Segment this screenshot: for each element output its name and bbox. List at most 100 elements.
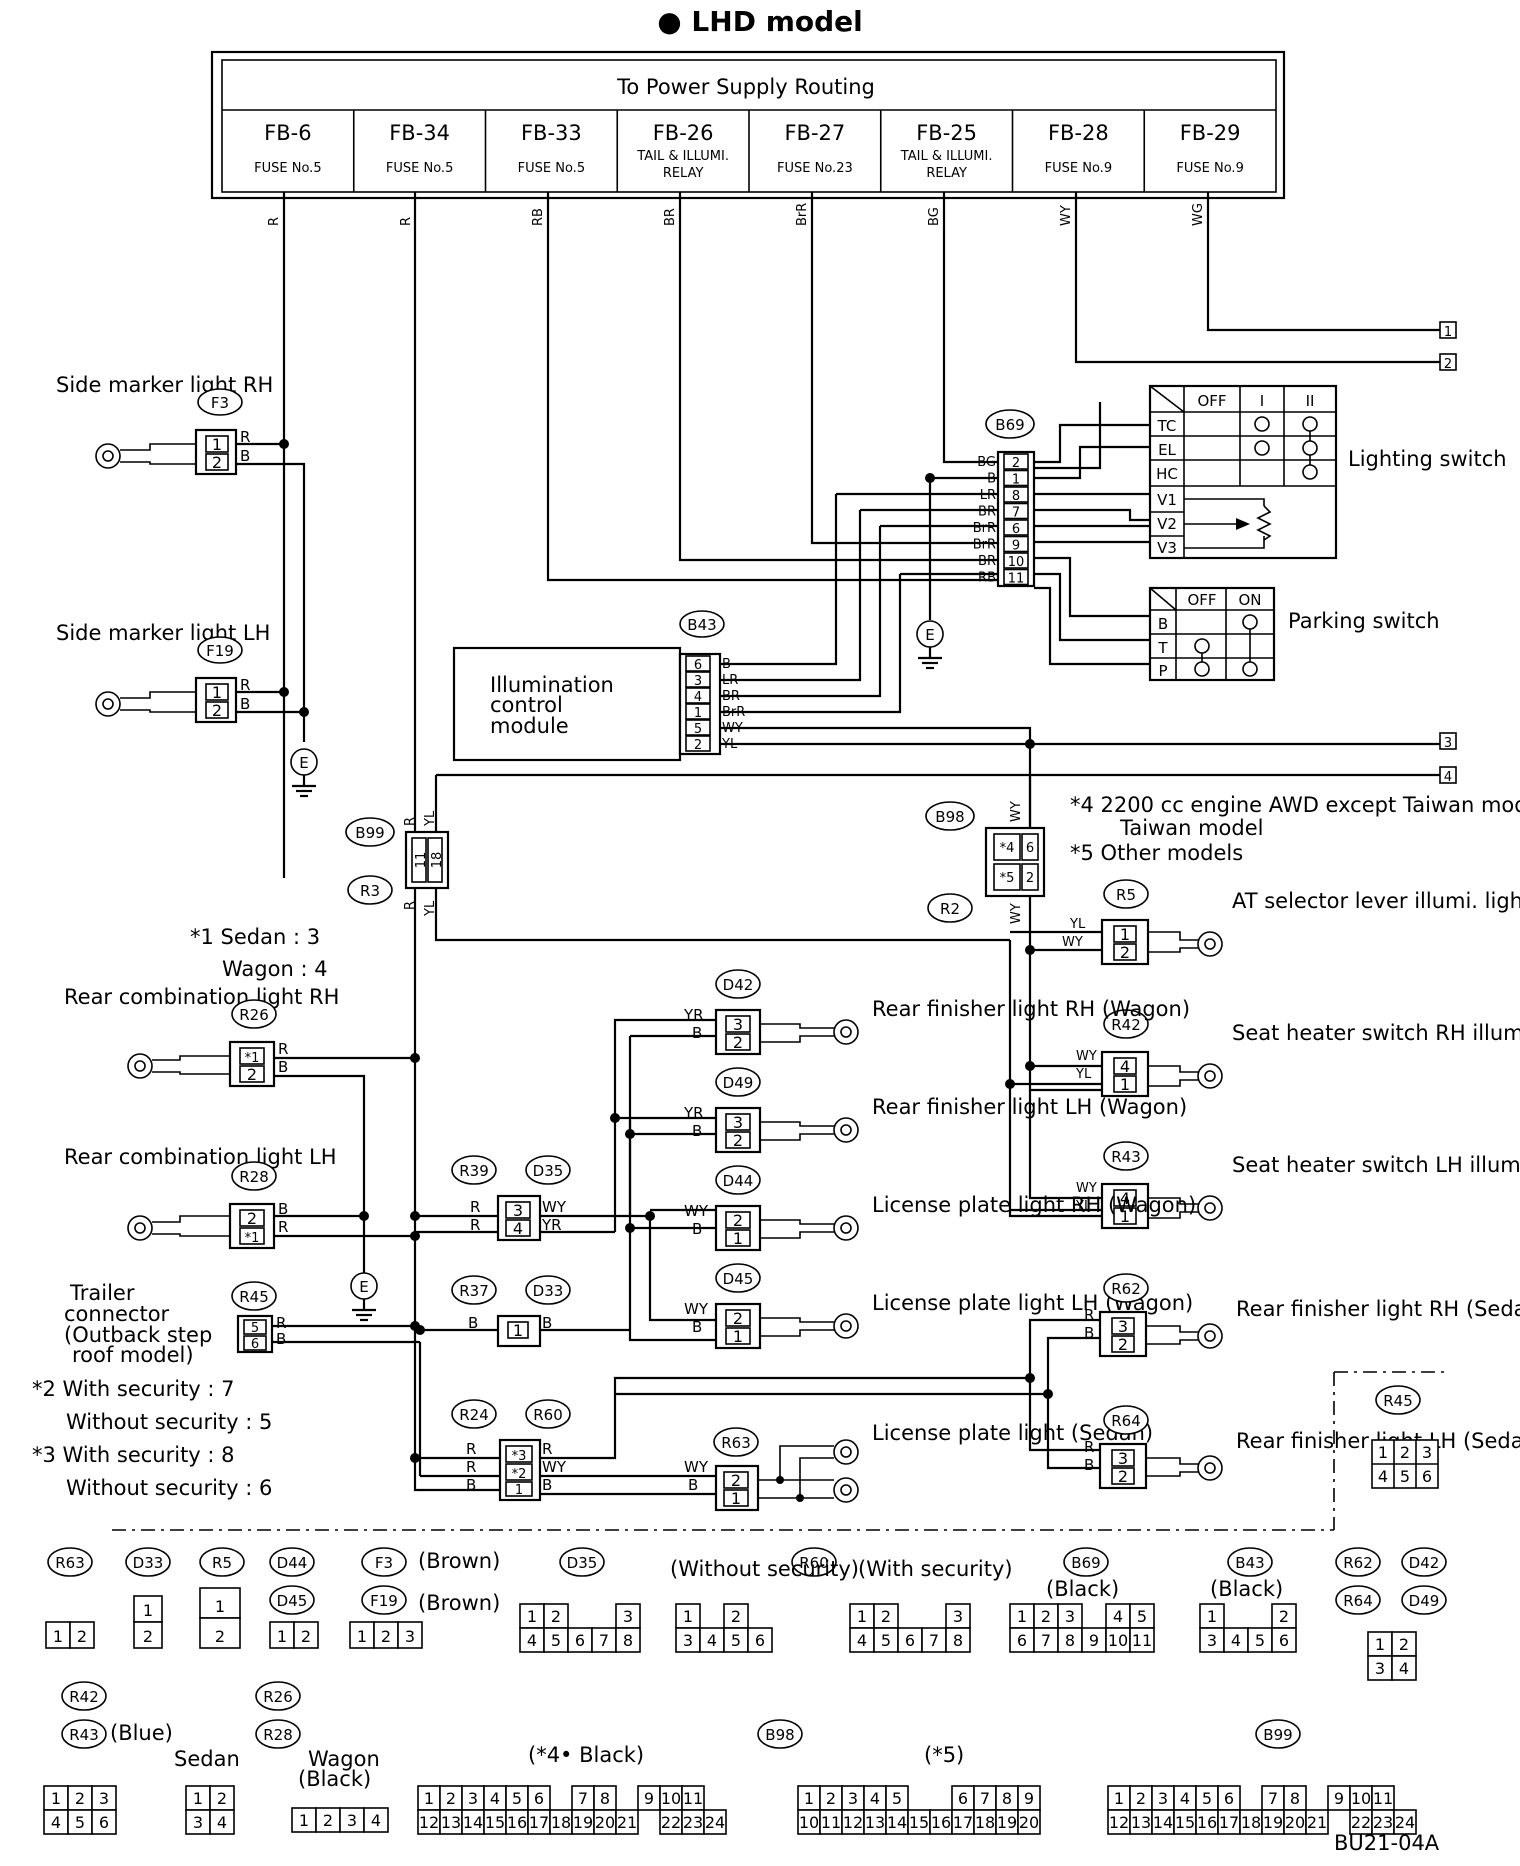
svg-text:2: 2 — [731, 1471, 741, 1490]
side-marker-lh: Side marker light LH 1 2 R B — [56, 621, 309, 724]
legend-pin: 17 — [529, 1813, 549, 1832]
fuse-sub: FUSE No.5 — [386, 161, 453, 176]
svg-text:R60: R60 — [533, 1406, 563, 1424]
legend-blue: (Blue) — [110, 1721, 173, 1745]
legend-pin: 3 — [405, 1627, 415, 1646]
legend-pin: 2 — [881, 1607, 891, 1626]
legend-pin: 4 — [217, 1813, 227, 1832]
svg-text:II: II — [1306, 392, 1315, 410]
legend-pin: 24 — [705, 1813, 725, 1832]
svg-text:B: B — [692, 1024, 702, 1042]
illum-module-label: Illumination — [490, 673, 614, 697]
svg-text:1: 1 — [513, 1321, 523, 1340]
legend-pin: 19 — [1263, 1813, 1283, 1832]
ground-symbol: E — [290, 748, 318, 798]
connector-badge — [757, 1719, 803, 1749]
legend-pin: 5 — [1202, 1789, 1212, 1808]
wire-color: BrR — [795, 203, 810, 226]
legend-pin: 16 — [1197, 1813, 1217, 1832]
legend-pin: 12 — [419, 1813, 439, 1832]
ground-symbol-b69: E — [916, 620, 944, 670]
svg-text:YR: YR — [683, 1104, 704, 1122]
r45-inset: R45 1 2 3 4 5 6 — [112, 1371, 1444, 1531]
svg-text:YL: YL — [423, 810, 438, 827]
svg-text:R26: R26 — [239, 1006, 269, 1024]
note-1b: Wagon : 4 — [222, 957, 328, 981]
connector-badge-label: R5 — [212, 1554, 232, 1572]
legend-pin: 19 — [997, 1813, 1017, 1832]
svg-text:YL: YL — [423, 900, 438, 917]
svg-text:3: 3 — [733, 1015, 743, 1034]
legend-pin: 8 — [623, 1631, 633, 1650]
legend-pin: 19 — [573, 1813, 593, 1832]
svg-text:V2: V2 — [1157, 515, 1177, 533]
fuse-id: FB-34 — [389, 121, 450, 145]
legend-pin: 7 — [578, 1789, 588, 1808]
svg-text:F3: F3 — [211, 394, 229, 412]
seat-heater-lh-lamp: R43 4 1 WY YL Seat heater switch LH illu… — [1008, 1090, 1520, 1230]
svg-text:(Outback step: (Outback step — [64, 1323, 212, 1347]
svg-text:R2: R2 — [940, 900, 960, 918]
legend-pin: 5 — [892, 1789, 902, 1808]
connector-badge-label: D45 — [277, 1592, 308, 1610]
connector-badge-label: R43 — [69, 1726, 99, 1744]
legend-pin: 18 — [1241, 1813, 1261, 1832]
svg-text:2: 2 — [247, 1209, 257, 1228]
legend-pin: 1 — [424, 1789, 434, 1808]
legend-pin: 23 — [683, 1813, 703, 1832]
wire-color: RB — [531, 208, 546, 226]
svg-text:R37: R37 — [459, 1282, 489, 1300]
legend-pin: 14 — [463, 1813, 483, 1832]
svg-text:R28: R28 — [239, 1168, 269, 1186]
connector-badge — [61, 1681, 107, 1711]
legend-black-b69: (Black) — [1046, 1577, 1119, 1601]
svg-text:1: 1 — [1120, 1075, 1130, 1094]
b43-pin: 6 — [694, 658, 702, 673]
fuse-sub: RELAY — [663, 166, 704, 181]
svg-text:R24: R24 — [459, 1406, 489, 1424]
fuse-sub: TAIL & ILLUMI. — [636, 149, 729, 164]
connector-badge — [199, 1547, 245, 1577]
figure-id: BU21-04A — [1334, 1831, 1440, 1855]
svg-text:B: B — [240, 695, 250, 713]
connector-badge-label: B69 — [1071, 1554, 1100, 1572]
parking-switch-label: Parking switch — [1288, 609, 1440, 633]
legend-pin: 4 — [1113, 1607, 1123, 1626]
wire-color: R — [399, 217, 414, 226]
b69-pin: 9 — [1012, 539, 1020, 554]
svg-text:D49: D49 — [723, 1074, 754, 1092]
svg-text:R: R — [240, 676, 250, 694]
rear-combination-lh: Rear combination light LH R28 2 *1 B R — [64, 1145, 420, 1250]
svg-text:R: R — [278, 1218, 288, 1236]
svg-text:B99: B99 — [355, 824, 384, 842]
svg-text:B: B — [466, 1476, 476, 1494]
legend-pin: 3 — [193, 1813, 203, 1832]
legend-pin: 16 — [507, 1813, 527, 1832]
fuse-sub: FUSE No.9 — [1045, 161, 1112, 176]
b43-pin: 5 — [694, 722, 702, 737]
connector-badge-label: D35 — [567, 1554, 598, 1572]
legend-pin: 6 — [575, 1631, 585, 1650]
legend-pin: 5 — [1137, 1607, 1147, 1626]
legend-pin: 7 — [599, 1631, 609, 1650]
legend-pin: 2 — [215, 1627, 225, 1646]
legend-pin: 20 — [1285, 1813, 1305, 1832]
legend-pin: 2 — [301, 1627, 311, 1646]
legend-pin: 4 — [490, 1789, 500, 1808]
svg-text:B: B — [692, 1220, 702, 1238]
legend-pin: 1 — [857, 1607, 867, 1626]
legend-pin: 5 — [1255, 1631, 1265, 1650]
legend-pin: 2 — [217, 1789, 227, 1808]
legend-pin: 14 — [887, 1813, 907, 1832]
legend-brown-f3: (Brown) — [418, 1549, 500, 1573]
legend-pin: 8 — [1065, 1631, 1075, 1650]
svg-text:E: E — [299, 754, 308, 772]
svg-text:1: 1 — [515, 1483, 523, 1498]
wagon-lamp-label: Rear finisher light RH (Wagon) — [872, 997, 1190, 1021]
svg-text:R: R — [466, 1458, 476, 1476]
svg-text:1: 1 — [733, 1229, 743, 1248]
svg-text:2: 2 — [1120, 943, 1130, 962]
connector-badge — [1063, 1547, 1109, 1577]
at-selector-label: AT selector lever illumi. light — [1232, 889, 1520, 913]
